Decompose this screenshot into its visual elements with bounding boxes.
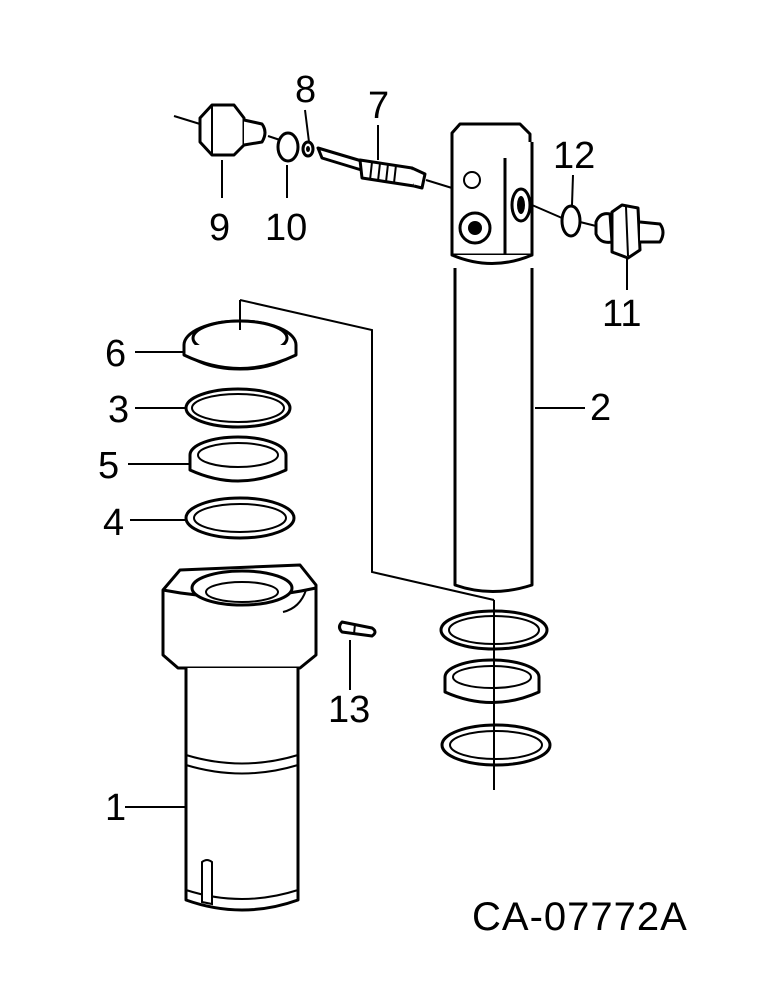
- callout-8: 8: [295, 69, 316, 111]
- part-1-housing: [161, 563, 318, 912]
- part-13-pin: [338, 620, 377, 638]
- ring-right-middle: [443, 658, 541, 704]
- part-2-cylinder: [450, 122, 534, 593]
- callout-5: 5: [98, 445, 119, 487]
- part-5-ring: [188, 435, 288, 483]
- callout-labels: 8 7 9 10 12 11 2 6 3 5 4 13 1: [98, 69, 641, 829]
- callout-9: 9: [209, 207, 230, 249]
- callout-10: 10: [265, 207, 307, 249]
- part-7-valve-stem: [316, 146, 427, 190]
- callout-11: 11: [602, 293, 641, 335]
- part-11-fitting: [594, 203, 665, 260]
- callout-leaders: [125, 109, 628, 808]
- callout-3: 3: [108, 389, 129, 431]
- callout-12: 12: [553, 135, 595, 177]
- part-8-oring: [301, 140, 315, 158]
- callout-1: 1: [105, 787, 126, 829]
- assembly-center-lines: [173, 115, 597, 785]
- ring-right-lower: [440, 723, 552, 767]
- part-9-plug: [198, 103, 267, 157]
- drawing-number: CA-07772A: [472, 895, 688, 939]
- part-4-ring: [184, 496, 296, 540]
- part-10-washer: [276, 131, 300, 163]
- callout-4: 4: [103, 502, 124, 544]
- callout-7: 7: [368, 85, 389, 127]
- part-3-ring: [184, 387, 292, 429]
- callout-13: 13: [328, 689, 370, 731]
- callout-6: 6: [105, 333, 126, 375]
- part-12-washer: [560, 204, 582, 238]
- callout-2: 2: [590, 387, 611, 429]
